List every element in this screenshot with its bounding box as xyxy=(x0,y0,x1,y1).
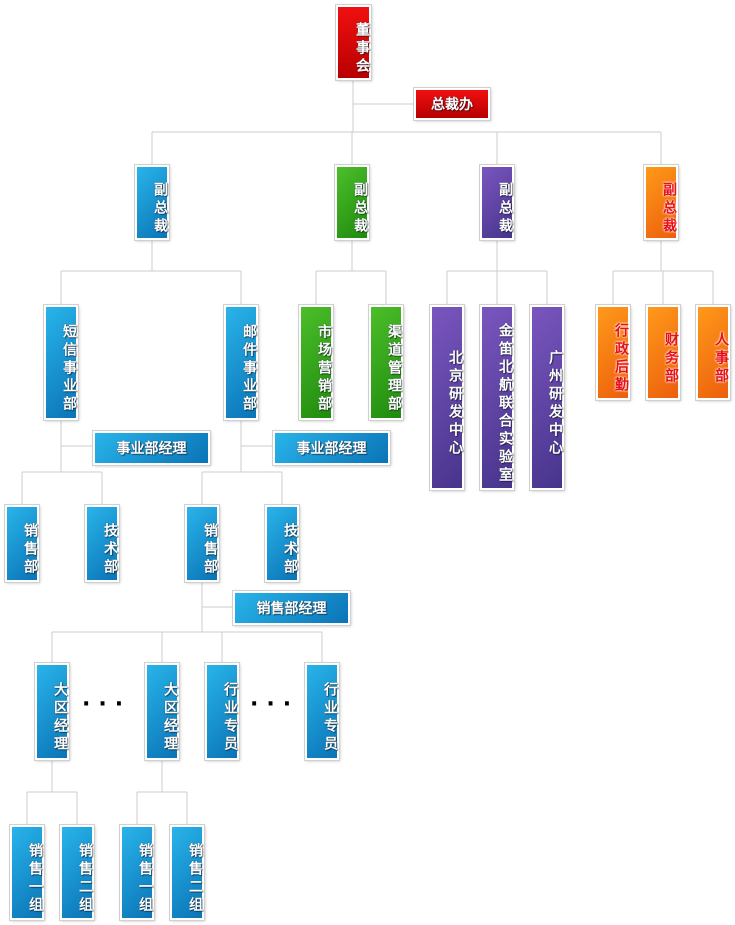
sms-division-node: 短信事业部 xyxy=(43,304,79,421)
tech-dept-node: 技术部 xyxy=(264,504,300,583)
beijing-rnd-node: 北京研发中心 xyxy=(429,304,465,491)
ceo-office-node: 总裁办 xyxy=(413,87,491,121)
vp-node-rnd: 副总裁 xyxy=(479,164,515,241)
sales-group-node: 销售一组 xyxy=(119,824,155,921)
division-manager-node: 事业部经理 xyxy=(92,430,211,466)
board-node: 董事会 xyxy=(335,4,372,81)
admin-logistics-node: 行政后勤 xyxy=(595,304,631,401)
tech-dept-node: 技术部 xyxy=(84,504,120,583)
channel-dept-node: 渠道管理部 xyxy=(368,304,404,421)
vp-node-admin: 副总裁 xyxy=(643,164,679,241)
sales-group-node: 销售二组 xyxy=(59,824,95,921)
mail-division-node: 邮件事业部 xyxy=(223,304,259,421)
joint-lab-node: 金笛北航联合实验室 xyxy=(479,304,515,491)
vp-node-sms-mail: 副总裁 xyxy=(134,164,170,241)
ellipsis: ··· xyxy=(250,692,300,717)
sales-manager-node: 销售部经理 xyxy=(232,590,351,626)
hr-dept-node: 人事部 xyxy=(695,304,731,401)
finance-dept-node: 财务部 xyxy=(645,304,681,401)
sales-dept-node: 销售部 xyxy=(184,504,220,583)
regional-manager-node: 大区经理 xyxy=(144,662,180,761)
sales-group-node: 销售二组 xyxy=(169,824,205,921)
industry-specialist-node: 行业专员 xyxy=(204,662,240,761)
ellipsis: ··· xyxy=(82,692,132,717)
sales-dept-node: 销售部 xyxy=(4,504,40,583)
marketing-dept-node: 市场营销部 xyxy=(298,304,334,421)
division-manager-node: 事业部经理 xyxy=(272,430,391,466)
industry-specialist-node: 行业专员 xyxy=(304,662,340,761)
guangzhou-rnd-node: 广州研发中心 xyxy=(529,304,565,491)
regional-manager-node: 大区经理 xyxy=(34,662,70,761)
vp-node-marketing: 副总裁 xyxy=(334,164,370,241)
sales-group-node: 销售一组 xyxy=(9,824,45,921)
